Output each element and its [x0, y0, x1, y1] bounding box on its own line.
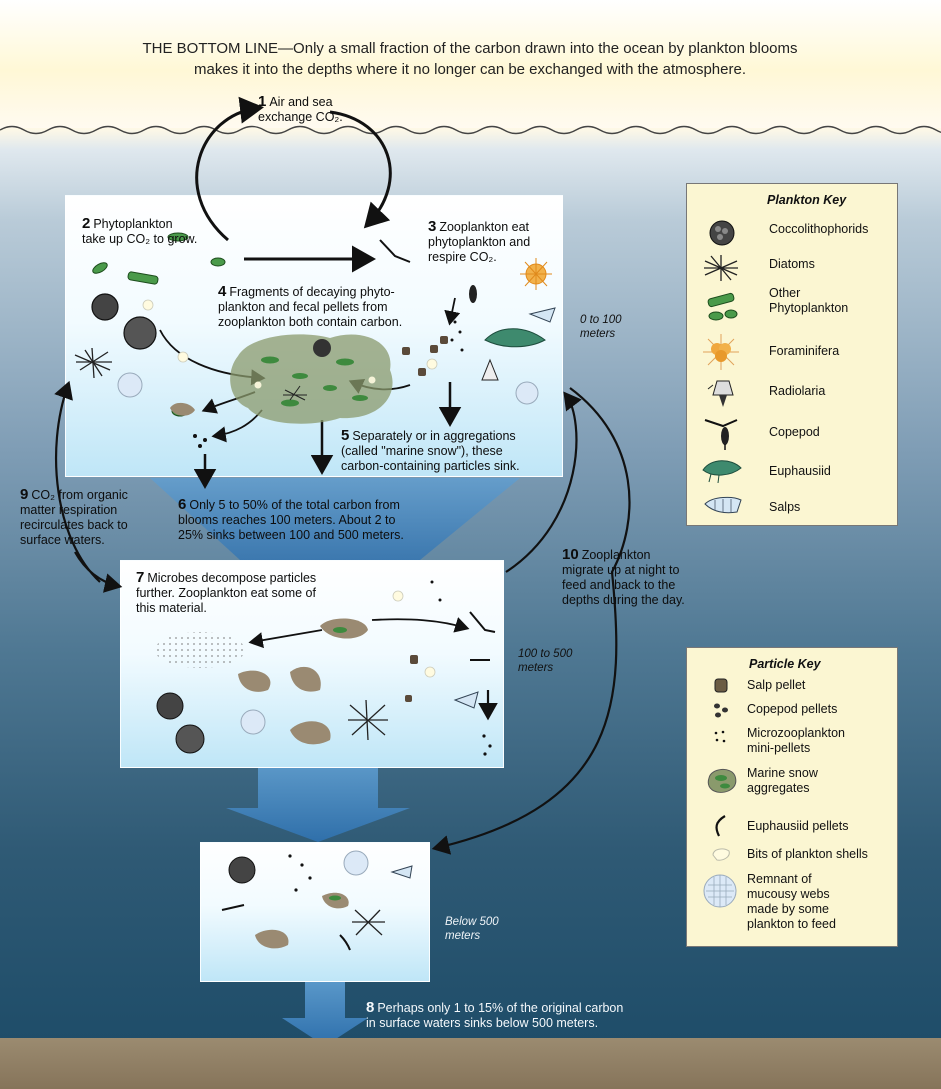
plankton-key-title: Plankton Key [767, 193, 846, 207]
key-coccolithophorids: Coccolithophorids [769, 222, 868, 237]
key-euphausiid-pellets: Euphausiid pellets [747, 819, 848, 834]
copepod-pellets-icon [709, 700, 733, 720]
shell-bits-icon [709, 845, 733, 865]
sinking-arrow-2 [226, 768, 410, 842]
marine-snow-icon [705, 766, 739, 796]
salp-pellet-icon [711, 677, 731, 695]
radiolaria-icon [707, 377, 737, 411]
marine-snow-aggregate [230, 334, 392, 423]
particle-key: Particle Key Salp pellet Copepod pellets… [686, 647, 898, 947]
sinking-arrow-3 [282, 982, 368, 1046]
mini-pellets-icon [711, 728, 731, 748]
seafloor [0, 1038, 941, 1089]
phytoplankton-icon [704, 290, 740, 324]
diatom-icon [703, 253, 739, 283]
euphausiid-pellet-icon [711, 814, 731, 838]
mucous-web-icon [701, 872, 739, 910]
foraminifera-icon [703, 334, 739, 370]
key-salps: Salps [769, 500, 800, 515]
key-copepod-pellets: Copepod pellets [747, 702, 837, 717]
key-mucous-web: Remnant of mucousy webs made by some pla… [747, 872, 836, 932]
coccolithophorid-icon [707, 218, 737, 248]
key-salp-pellet: Salp pellet [747, 678, 805, 693]
particle-key-title: Particle Key [749, 657, 821, 671]
key-copepod: Copepod [769, 425, 820, 440]
key-shell-bits: Bits of plankton shells [747, 847, 868, 862]
salp-icon [703, 494, 743, 516]
key-diatoms: Diatoms [769, 257, 815, 272]
copepod-icon [703, 416, 741, 450]
key-foraminifera: Foraminifera [769, 344, 839, 359]
plankton-key: Plankton Key Coccolithophorids Diatoms O… [686, 183, 898, 526]
key-euphausiid: Euphausiid [769, 464, 831, 479]
key-radiolaria: Radiolaria [769, 384, 825, 399]
euphausiid-icon [701, 456, 743, 484]
